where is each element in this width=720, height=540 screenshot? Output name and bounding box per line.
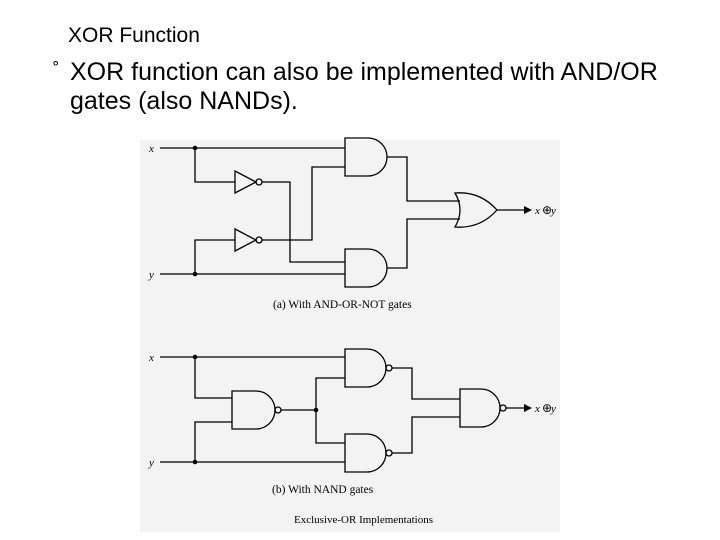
label-a-out-y: y <box>550 205 556 217</box>
and-gate-a-upper <box>344 137 388 177</box>
label-b-out-x: x <box>534 403 540 415</box>
nand-gate-b-lower <box>344 433 387 473</box>
wire-b-x-branch <box>194 357 232 399</box>
caption-a: (a) With AND-OR-NOT gates <box>273 299 412 311</box>
and-gate-a-lower <box>344 248 388 288</box>
caption-b: (b) With NAND gates <box>272 484 374 496</box>
wire-a-y-branch <box>194 239 235 274</box>
junction-b-x <box>192 354 198 360</box>
wire-b-lower-final <box>392 416 460 454</box>
nand-bubble-b-upper <box>385 364 393 372</box>
junction-a-y <box>192 271 198 277</box>
label-a-x: x <box>148 143 154 155</box>
nand-bubble-b-lower <box>385 449 393 457</box>
figure-background <box>140 140 560 532</box>
arrowhead-b <box>524 404 532 412</box>
bullet-marker: ° <box>52 58 60 76</box>
nand-gate-b-final <box>459 388 501 428</box>
wire-a-and1-or <box>387 156 460 202</box>
wire-a-ynot <box>262 166 345 241</box>
wire-b-upper-final <box>392 367 460 400</box>
figure-caption: Exclusive-OR Implementations <box>294 514 433 526</box>
or-gate-a <box>453 192 498 228</box>
nand-gate-b-upper <box>344 348 387 388</box>
junction-b-mid <box>313 407 319 413</box>
label-b-out-y: y <box>550 403 556 415</box>
wire-a-x-branch <box>194 148 235 183</box>
bullet-text: XOR function can also be implemented wit… <box>70 58 658 115</box>
wire-b-split-down <box>315 410 345 444</box>
label-b-x: x <box>148 352 154 364</box>
wire-a-xnot <box>262 181 345 263</box>
arrowhead-a <box>524 206 532 214</box>
wire-b-y-branch <box>194 421 232 462</box>
nand-bubble-b-1 <box>274 406 282 414</box>
label-b-y: y <box>148 457 154 469</box>
junction-a-x <box>192 145 198 151</box>
inverter-gate-1 <box>234 169 258 195</box>
label-a-y: y <box>148 269 154 281</box>
wire-b-split-up <box>315 377 345 410</box>
inverter-gate-2 <box>234 227 258 253</box>
nand-bubble-b-final <box>499 404 507 412</box>
junction-b-y <box>192 459 198 465</box>
wire-a-and2-or <box>387 218 460 269</box>
slide-title: XOR Function <box>68 24 200 47</box>
label-a-out-x: x <box>534 205 540 217</box>
label-b-out-op: ⊕ <box>542 401 552 415</box>
nand-gate-b-1 <box>231 390 276 430</box>
label-a-out-op: ⊕ <box>542 203 552 217</box>
